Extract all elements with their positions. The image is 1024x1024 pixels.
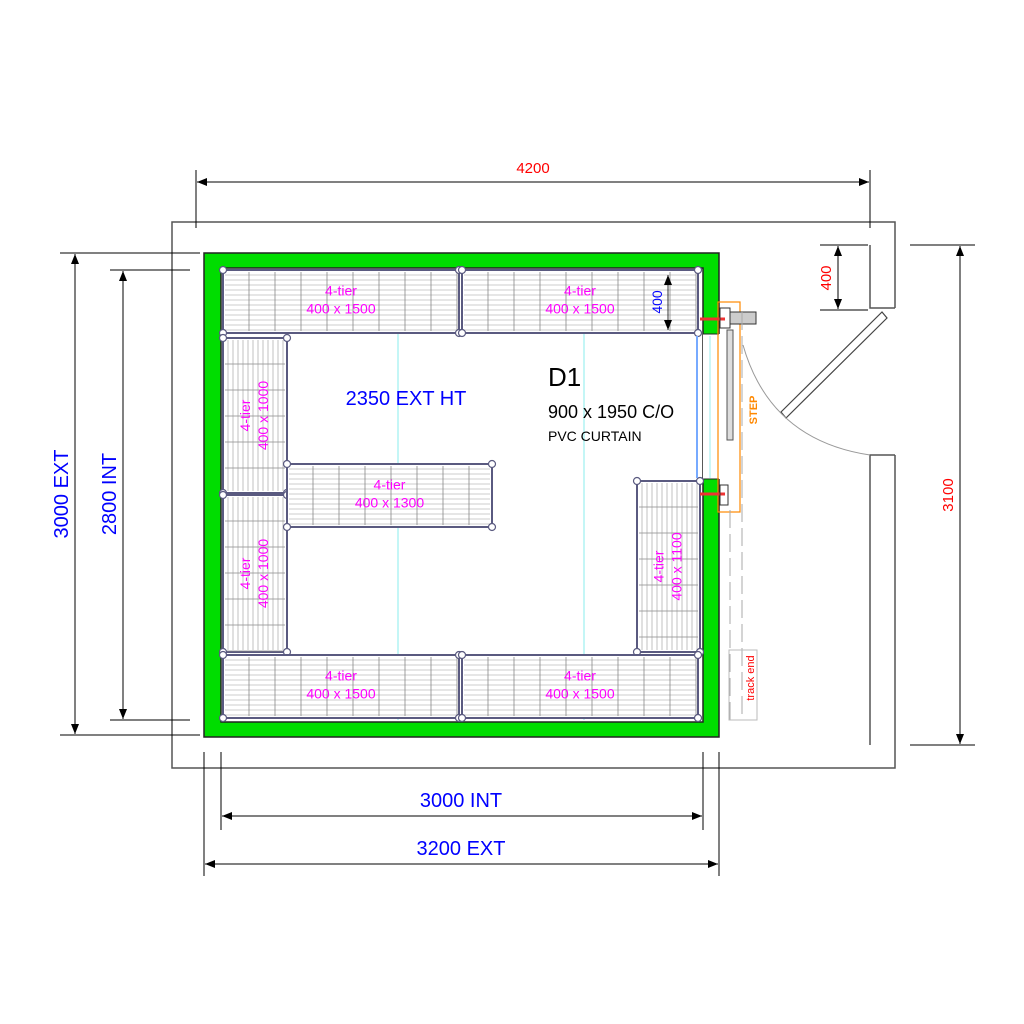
shelf-post bbox=[218, 490, 228, 500]
shelf-post bbox=[218, 650, 228, 660]
dim-int-depth: 2800 INT bbox=[99, 453, 121, 535]
dim-ext-depth: 3000 EXT bbox=[51, 450, 73, 539]
shelf-post bbox=[457, 713, 467, 723]
entry-door bbox=[742, 311, 888, 456]
shelf-tier-label: 4-tier bbox=[374, 477, 406, 493]
shelf-post bbox=[218, 713, 228, 723]
dim-overall-width: 4200 bbox=[516, 160, 549, 177]
door-type-label: PVC CURTAIN bbox=[548, 428, 642, 444]
shelf-tier-label: 4-tier bbox=[651, 550, 667, 582]
dim-door-offset: 400 bbox=[818, 265, 835, 290]
shelf-tier-label: 4-tier bbox=[237, 557, 253, 589]
shelf-size-label: 400 x 1300 bbox=[355, 495, 424, 511]
shelf-unit: 4-tier 400 x 1500 bbox=[457, 265, 703, 338]
shelf-size-label: 400 x 1500 bbox=[306, 301, 375, 317]
shelf-post bbox=[282, 459, 292, 469]
shelf-unit: 4-tier 400 x 1500 bbox=[218, 650, 464, 723]
shelf-size-label: 400 x 1500 bbox=[545, 686, 614, 702]
dim-ext-width: 3200 EXT bbox=[417, 838, 506, 860]
dimension-lines bbox=[60, 170, 975, 876]
shelf-tier-label: 4-tier bbox=[564, 668, 596, 684]
shelf-post bbox=[457, 265, 467, 275]
step-outline bbox=[717, 301, 741, 513]
shelf-tier-label: 4-tier bbox=[325, 668, 357, 684]
door-id-label: D1 bbox=[548, 362, 581, 392]
door-hardware bbox=[700, 301, 758, 722]
shelf-post bbox=[457, 328, 467, 338]
door-size-label: 900 x 1950 C/O bbox=[548, 402, 674, 422]
room-height-label: 2350 EXT HT bbox=[346, 388, 467, 410]
shelf-post bbox=[282, 333, 292, 343]
step-label: STEP bbox=[748, 396, 760, 425]
shelf-tier-label: 4-tier bbox=[325, 283, 357, 299]
shelf-unit: 4-tier 400 x 1300 bbox=[282, 459, 497, 532]
track-end-label: track end bbox=[745, 655, 757, 700]
cold-room-walls bbox=[203, 252, 720, 738]
shelf-post bbox=[693, 713, 703, 723]
dim-overall-depth: 3100 bbox=[940, 478, 957, 511]
shelf-post bbox=[282, 522, 292, 532]
shelf-post bbox=[457, 650, 467, 660]
shelf-size-label: 400 x 1000 bbox=[255, 539, 271, 608]
shelf-unit: 4-tier 400 x 1500 bbox=[218, 265, 464, 338]
shelf-unit: 4-tier 400 x 1500 bbox=[457, 650, 703, 723]
dim-int-width: 3000 INT bbox=[420, 790, 502, 812]
dim-shelf-depth: 400 bbox=[649, 290, 665, 314]
shelf-tier-label: 4-tier bbox=[564, 283, 596, 299]
shelf-post bbox=[487, 459, 497, 469]
shelf-size-label: 400 x 1000 bbox=[255, 381, 271, 450]
shelf-post bbox=[693, 650, 703, 660]
shelf-post bbox=[487, 522, 497, 532]
shelf-tier-label: 4-tier bbox=[237, 399, 253, 431]
shelf-post bbox=[632, 476, 642, 486]
shelf-size-label: 400 x 1500 bbox=[545, 301, 614, 317]
shelf-post bbox=[218, 265, 228, 275]
shelf-post bbox=[693, 265, 703, 275]
shelf-post bbox=[218, 333, 228, 343]
shelf-size-label: 400 x 1500 bbox=[306, 686, 375, 702]
shelf-post bbox=[695, 476, 705, 486]
shelf-post bbox=[693, 328, 703, 338]
shelf-size-label: 400 x 1100 bbox=[669, 532, 685, 600]
